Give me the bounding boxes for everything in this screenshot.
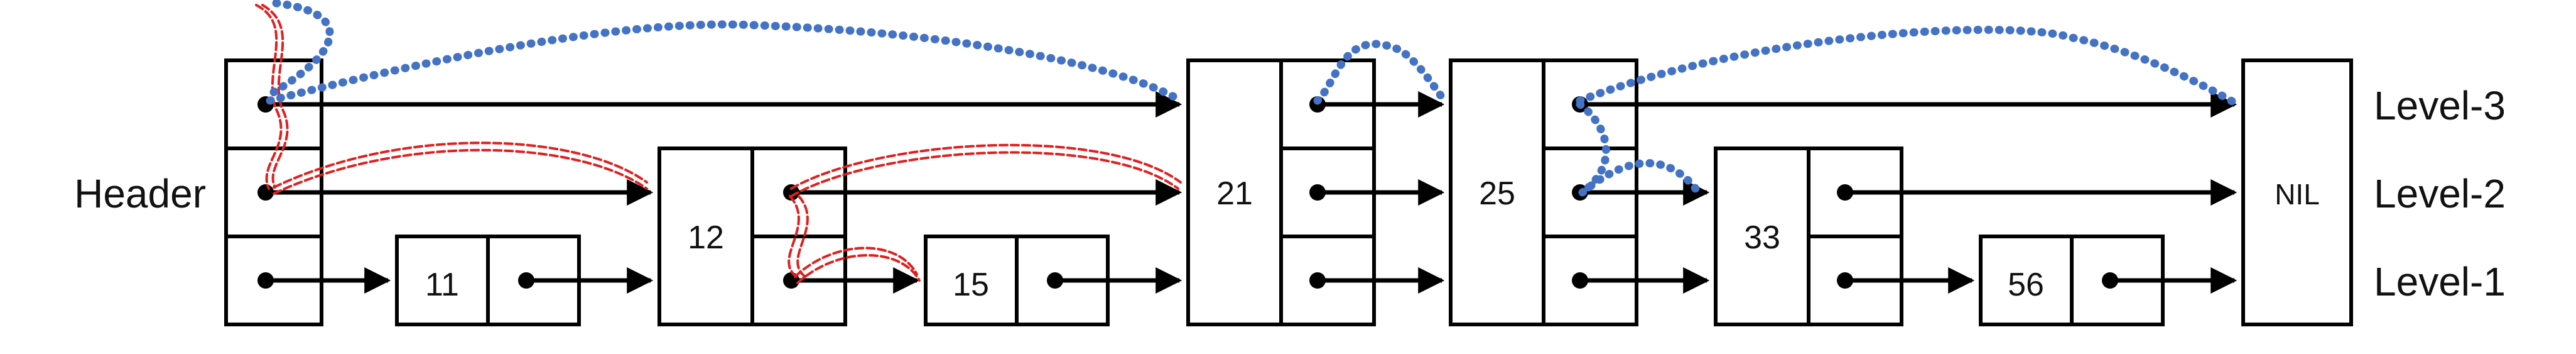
node-key-label: 56 bbox=[2008, 267, 2044, 303]
pointer-dot bbox=[1837, 272, 1853, 289]
red-search-path bbox=[255, 4, 1182, 284]
nil-label: NIL bbox=[2275, 178, 2320, 211]
blue-path-segment bbox=[1576, 100, 1610, 197]
node-12: 12 bbox=[658, 147, 847, 326]
level-1-label: Level-1 bbox=[2374, 259, 2506, 304]
pointer-dot bbox=[1309, 272, 1326, 289]
node-key-label: 12 bbox=[688, 219, 724, 256]
red-path-segment bbox=[273, 141, 648, 189]
pointer-dot bbox=[1047, 272, 1063, 289]
red-path-segment bbox=[790, 143, 1182, 190]
red-path-segment bbox=[261, 4, 289, 189]
blue-search-path bbox=[266, 0, 2238, 197]
node-key-label: 11 bbox=[425, 267, 459, 303]
pointer-dot bbox=[1309, 184, 1326, 201]
red-path-segment bbox=[790, 151, 1179, 197]
header-label: Header bbox=[74, 171, 206, 216]
red-path-segment bbox=[273, 148, 648, 195]
red-path-segment bbox=[796, 195, 809, 278]
level-2-label: Level-2 bbox=[2374, 171, 2506, 216]
pointer-dot bbox=[257, 184, 274, 201]
pointer-dot bbox=[783, 184, 799, 201]
pointer-arrows bbox=[266, 91, 2238, 294]
node-key-label: 21 bbox=[1216, 175, 1253, 212]
node-key-label: 15 bbox=[953, 267, 989, 303]
blue-path-segment bbox=[266, 20, 1185, 105]
pointer-dot bbox=[1837, 184, 1853, 201]
blue-path-segment bbox=[266, 0, 334, 99]
blue-path-segment bbox=[1576, 25, 2238, 106]
red-path-segment bbox=[787, 195, 800, 278]
pointer-dot bbox=[518, 272, 534, 289]
node-key-label: 25 bbox=[1479, 175, 1515, 212]
pointer-dot bbox=[257, 272, 274, 289]
pointer-dot bbox=[2102, 272, 2118, 289]
nil-node: NIL bbox=[2241, 58, 2353, 326]
node-key-label: 33 bbox=[1744, 219, 1780, 256]
pointer-dot bbox=[1572, 272, 1588, 289]
red-path-segment bbox=[255, 4, 283, 190]
node-33: 33 bbox=[1714, 147, 1903, 326]
level-3-label: Level-3 bbox=[2374, 83, 2506, 128]
blue-path-segment bbox=[1313, 40, 1449, 105]
blue-path-segment bbox=[1578, 159, 1700, 197]
red-path-segment bbox=[794, 246, 918, 278]
red-path-segment bbox=[796, 254, 921, 284]
